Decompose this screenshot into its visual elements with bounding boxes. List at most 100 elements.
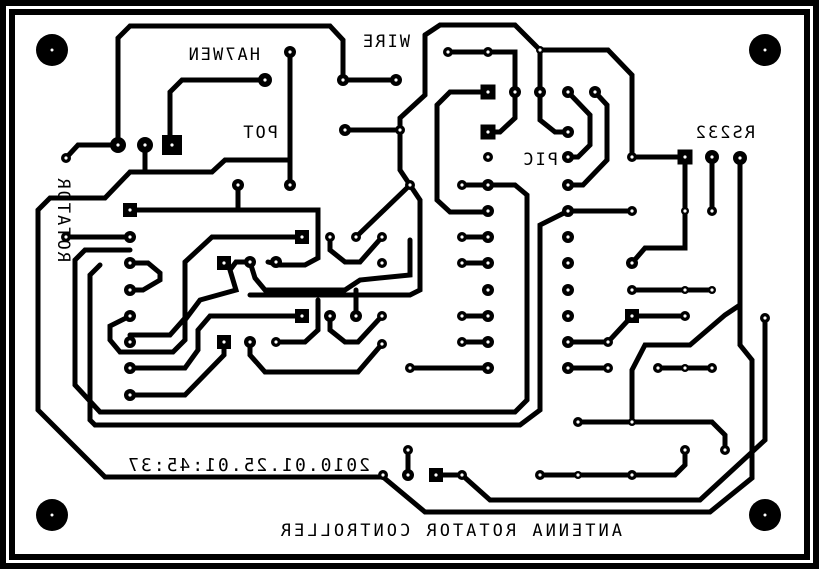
trace — [63, 142, 121, 161]
mounting-holes — [36, 34, 781, 531]
drill-hole — [460, 235, 464, 239]
drill-hole — [630, 473, 634, 477]
drill-hole — [460, 314, 464, 318]
drill-hole — [288, 183, 292, 187]
trace — [434, 89, 491, 215]
trace — [107, 237, 413, 355]
drill-hole — [656, 366, 660, 370]
trace — [353, 182, 413, 240]
drill-hole — [222, 340, 226, 344]
trace — [537, 447, 688, 478]
drill-hole — [566, 314, 570, 318]
drill-hole — [408, 366, 412, 370]
drill-hole — [343, 128, 347, 132]
drill-hole — [683, 209, 687, 213]
drill-hole — [486, 209, 490, 213]
drill-hole — [328, 235, 332, 239]
drill-hole — [630, 209, 634, 213]
drill-hole — [116, 143, 120, 147]
label-wire: WIRE — [361, 32, 410, 52]
drill-hole — [486, 50, 490, 54]
trace — [565, 313, 688, 345]
drill-hole — [236, 183, 240, 187]
component-pads — [61, 46, 770, 482]
drill-hole — [606, 366, 610, 370]
drill-hole — [576, 420, 580, 424]
drill-hole — [538, 90, 542, 94]
drill-hole — [486, 314, 490, 318]
drill-hole — [593, 90, 597, 94]
drill-hole — [380, 314, 384, 318]
drill-hole — [446, 50, 450, 54]
drill-hole — [683, 314, 687, 318]
drill-hole — [274, 260, 278, 264]
drill-hole — [763, 513, 767, 517]
drill-hole — [486, 183, 490, 187]
drill-hole — [128, 366, 132, 370]
label-author: HA7WEN — [187, 45, 260, 65]
drill-hole — [566, 183, 570, 187]
drill-hole — [763, 48, 767, 52]
trace — [127, 234, 305, 338]
drill-hole — [381, 473, 385, 477]
label-pic: PIC — [521, 150, 558, 170]
trace — [327, 313, 385, 345]
drill-hole — [683, 288, 687, 292]
drill-hole — [486, 366, 490, 370]
drill-hole — [486, 130, 490, 134]
drill-hole — [64, 235, 68, 239]
drill-hole — [630, 314, 634, 318]
drill-hole — [170, 143, 174, 147]
trace — [629, 154, 688, 266]
label-timestamp: 2010.01.25.01:45:37 — [126, 455, 370, 476]
drill-hole — [630, 155, 634, 159]
drill-hole — [300, 235, 304, 239]
drill-hole — [630, 261, 634, 265]
drill-hole — [128, 235, 132, 239]
trace — [422, 22, 688, 160]
drill-hole — [128, 208, 132, 212]
drill-hole — [408, 183, 412, 187]
drill-hole — [460, 473, 464, 477]
drill-hole — [630, 420, 634, 424]
drill-hole — [50, 513, 54, 517]
drill-hole — [486, 288, 490, 292]
drill-hole — [566, 209, 570, 213]
label-rs232: RS232 — [694, 123, 755, 143]
drill-hole — [513, 90, 517, 94]
drill-hole — [683, 448, 687, 452]
drill-hole — [486, 261, 490, 265]
trace — [35, 155, 755, 515]
copper-traces — [35, 22, 768, 515]
drill-hole — [683, 366, 687, 370]
drill-hole — [460, 340, 464, 344]
drill-hole — [606, 340, 610, 344]
drill-hole — [460, 261, 464, 265]
drill-hole — [434, 473, 438, 477]
drill-hole — [630, 288, 634, 292]
drill-hole — [710, 288, 714, 292]
trace — [629, 257, 743, 425]
drill-hole — [380, 342, 384, 346]
drill-hole — [566, 130, 570, 134]
trace — [127, 313, 305, 371]
drill-hole — [566, 90, 570, 94]
drill-hole — [723, 448, 727, 452]
drill-hole — [460, 183, 464, 187]
drill-hole — [738, 156, 742, 160]
label-rotator: ROTATOR — [53, 176, 73, 262]
trace — [565, 89, 593, 160]
drill-hole — [354, 235, 358, 239]
drill-hole — [380, 235, 384, 239]
drill-hole — [354, 314, 358, 318]
drill-hole — [341, 78, 345, 82]
trace — [575, 419, 728, 453]
drill-hole — [128, 340, 132, 344]
drill-hole — [486, 340, 490, 344]
drill-hole — [398, 128, 402, 132]
drill-hole — [710, 366, 714, 370]
drill-hole — [394, 78, 398, 82]
drill-hole — [486, 235, 490, 239]
drill-hole — [576, 473, 580, 477]
